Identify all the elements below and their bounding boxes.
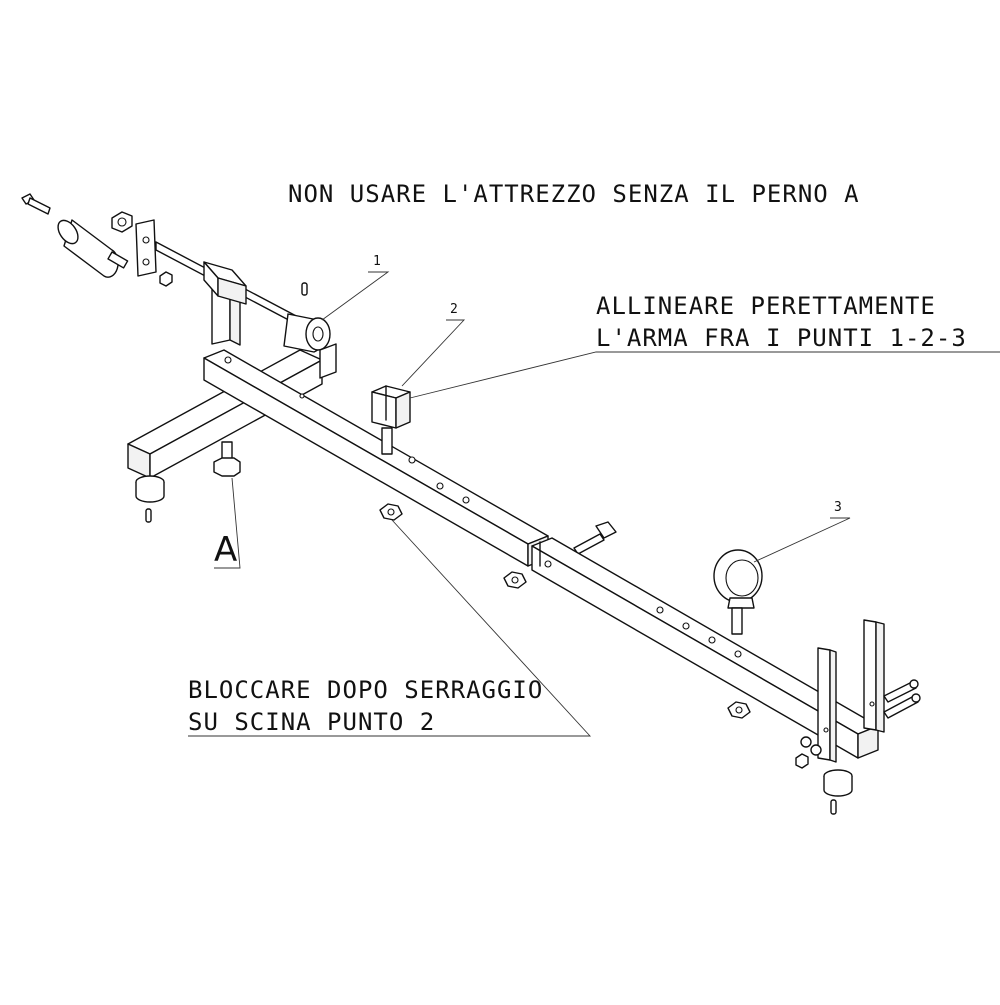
front-washers <box>795 736 822 769</box>
nut-lower <box>727 701 751 719</box>
foot-right <box>823 769 853 797</box>
align-note-line-1: ALLINEARE PERETTAMENTE <box>596 292 936 320</box>
small-pin-top <box>301 282 308 296</box>
leader-line-align <box>409 351 1000 399</box>
callout-label-3: 3 <box>834 500 843 515</box>
main-beam-rear <box>203 343 549 567</box>
front-upright-short <box>817 647 837 763</box>
warning-note: NON USARE L'ATTREZZO SENZA IL PERNO A <box>288 180 860 208</box>
callout-label-1: 1 <box>373 254 382 269</box>
nut-beam-center <box>379 503 403 521</box>
leader-line-3 <box>753 517 851 563</box>
support-ring-point-1 <box>283 313 331 353</box>
pin-a <box>213 441 241 477</box>
small-pin-right <box>830 799 837 815</box>
mounting-plate <box>135 219 157 277</box>
front-bolts <box>883 679 921 719</box>
lock-note-line-1: BLOCCARE DOPO SERRAGGIO <box>188 676 544 704</box>
loose-screw-top-left <box>21 193 51 215</box>
rod-sleeve <box>203 261 247 305</box>
leader-line-2 <box>401 319 466 387</box>
joint-bolt <box>573 521 617 555</box>
callout-label-a: A <box>214 530 238 570</box>
hex-nut-top <box>111 211 133 233</box>
callout-label-2: 2 <box>450 302 459 317</box>
leader-line-a <box>214 477 241 569</box>
rear-bushing <box>57 219 129 278</box>
leader-line-1 <box>321 271 390 321</box>
small-pin-left <box>145 508 152 523</box>
clamp-block-point-2 <box>371 385 411 455</box>
support-ring-point-3 <box>713 549 763 635</box>
nut-middle <box>503 571 527 589</box>
foot-left <box>135 475 165 503</box>
leader-line-lock <box>188 519 592 737</box>
lock-note-line-2: SU SCINA PUNTO 2 <box>188 708 436 736</box>
front-upright-tall <box>863 619 885 733</box>
align-note-line-2: L'ARMA FRA I PUNTI 1-2-3 <box>596 324 967 352</box>
small-nut-top <box>159 271 173 287</box>
